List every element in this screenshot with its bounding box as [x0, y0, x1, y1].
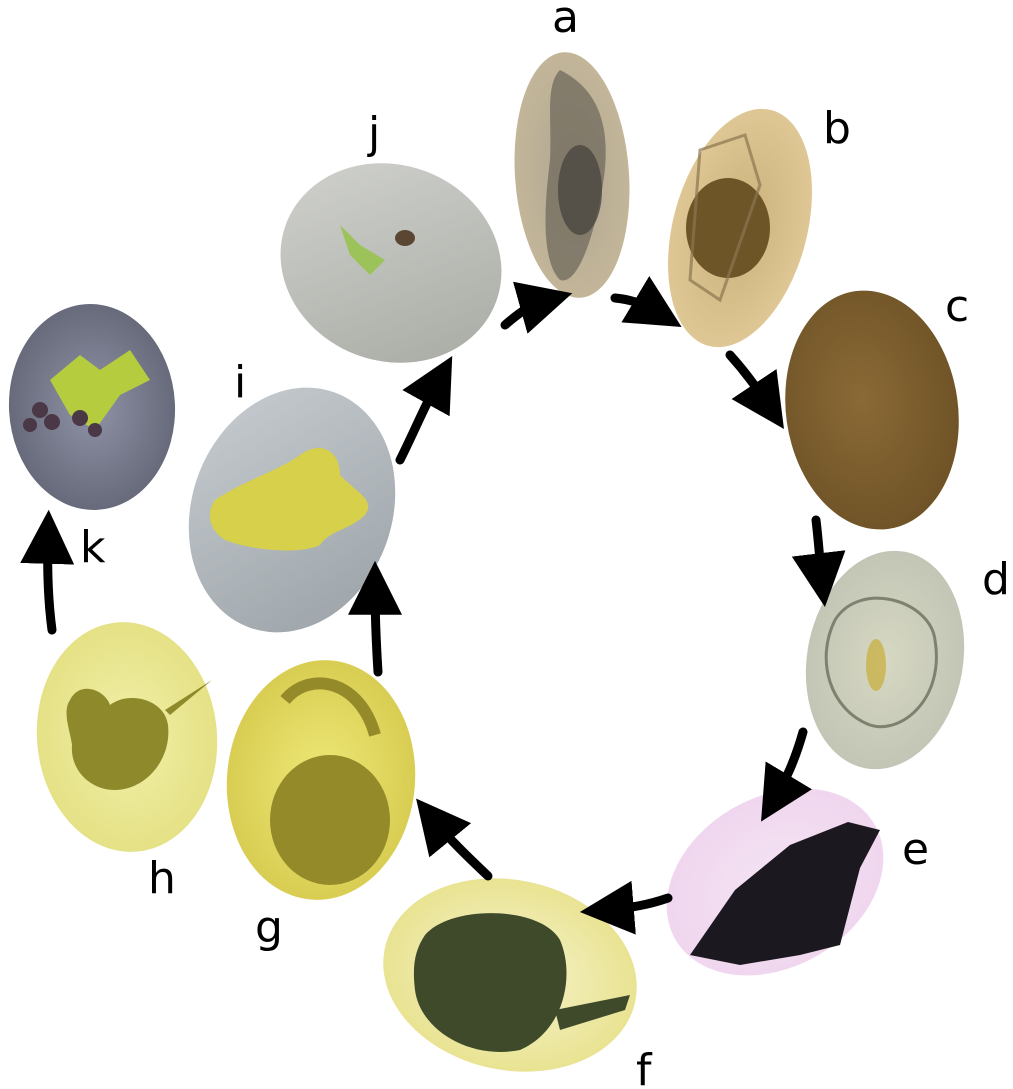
label-e: e	[902, 824, 929, 875]
label-h: h	[148, 853, 176, 904]
label-i: i	[234, 357, 246, 408]
arrow-e-to-f	[605, 898, 668, 910]
arrow-c-to-d	[816, 520, 822, 582]
arrow-a-to-b	[615, 298, 660, 314]
label-k: k	[80, 522, 106, 573]
arrow-j-to-a	[505, 300, 548, 325]
label-d: d	[982, 554, 1010, 605]
arrow-b-to-c	[730, 355, 770, 408]
arrow-f-to-g	[432, 818, 488, 876]
stage-c-micrograph	[770, 279, 974, 541]
label-f: f	[636, 1045, 653, 1089]
stage-h-micrograph	[27, 615, 226, 860]
arrow-h-to-k	[48, 535, 52, 630]
stage-g-micrograph	[217, 652, 425, 907]
arrow-g-to-i	[375, 586, 378, 672]
arrow-i-to-j	[400, 378, 440, 460]
stage-k-photo	[4, 300, 181, 514]
stage-j-photo	[252, 133, 530, 394]
label-c: c	[945, 281, 969, 332]
stage-f-micrograph	[365, 855, 655, 1089]
label-j: j	[367, 108, 380, 159]
label-a: a	[552, 0, 579, 43]
label-b: b	[823, 103, 851, 154]
label-g: g	[255, 902, 283, 953]
stage-a-micrograph	[507, 48, 638, 301]
stage-i-photo	[155, 358, 428, 661]
